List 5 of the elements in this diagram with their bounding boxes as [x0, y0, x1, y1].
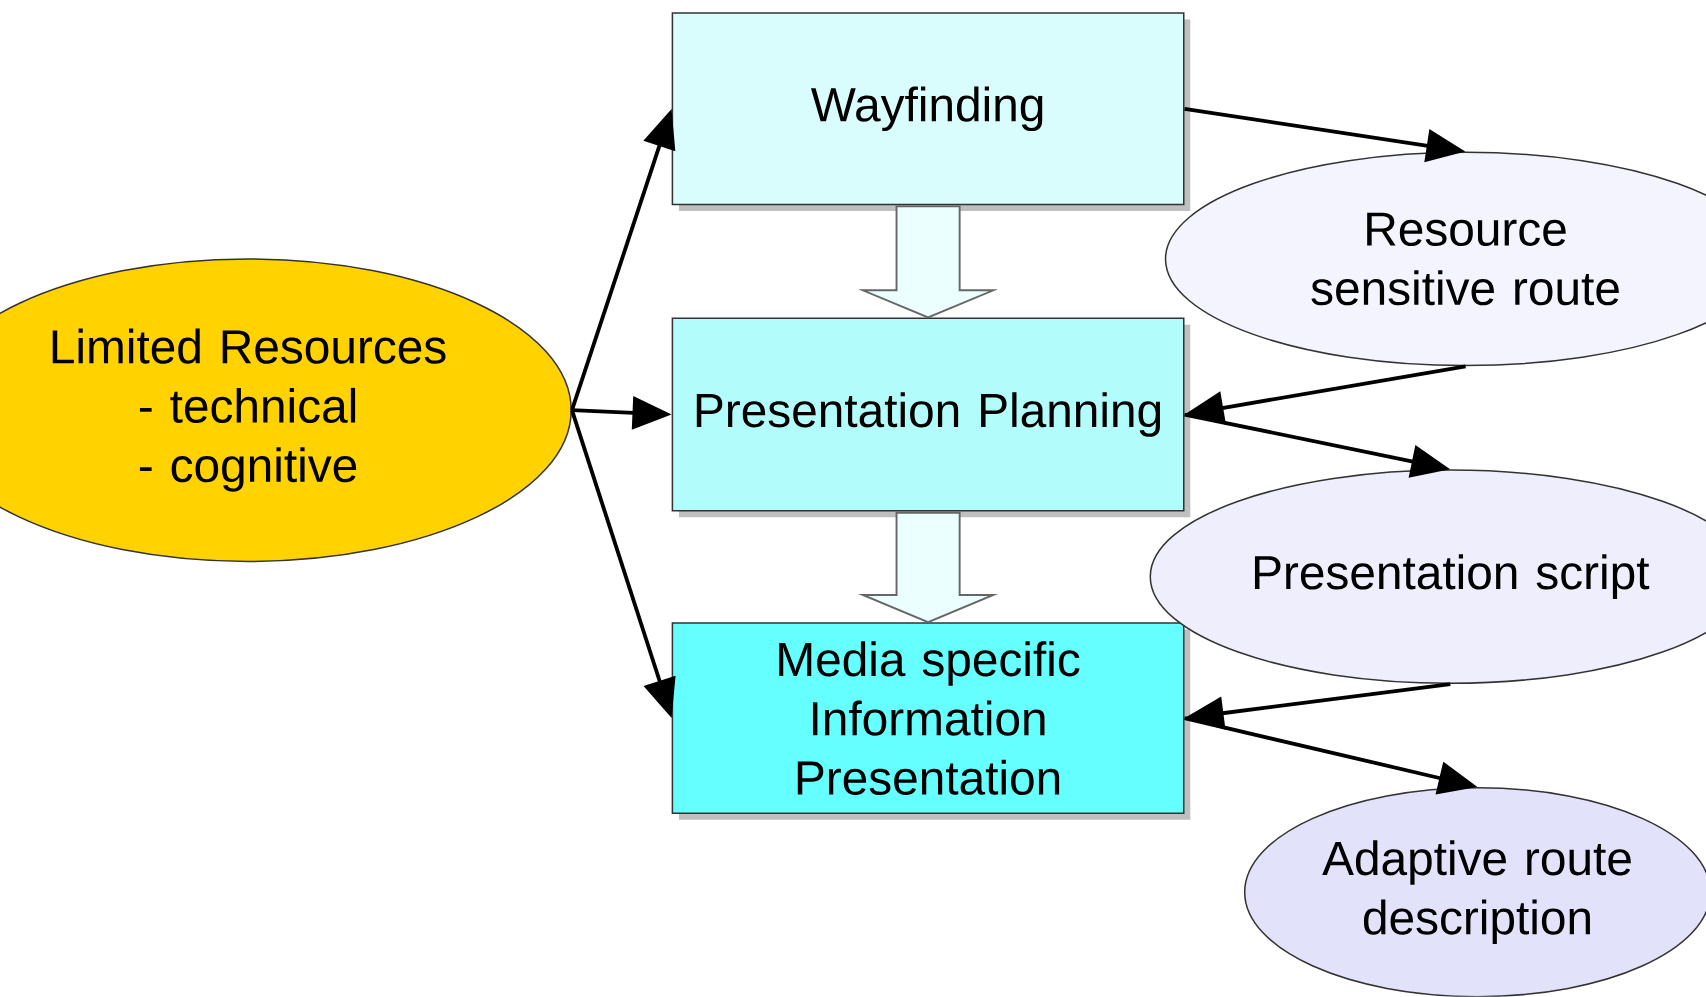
process-box: Presentation Planning [671, 317, 1191, 518]
block-arrow [858, 511, 999, 624]
process-box: Wayfinding [671, 12, 1191, 212]
block-arrow [858, 205, 999, 319]
process-box: Media specific Information Presentation [671, 622, 1191, 820]
